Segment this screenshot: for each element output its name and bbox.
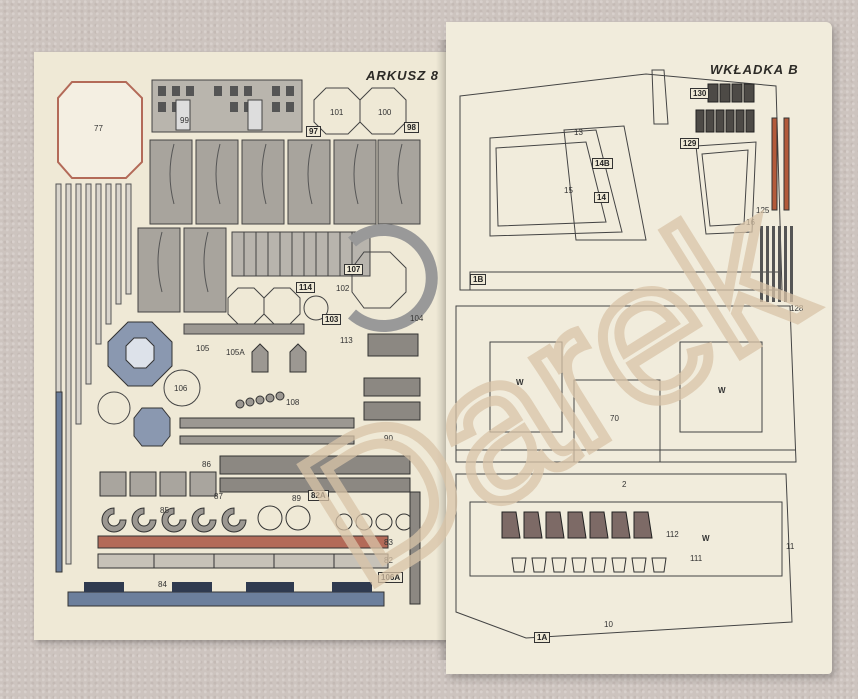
part-label-w3: W [702, 534, 710, 543]
part-label-70: 70 [610, 414, 619, 423]
left-page-parts-drawing [55, 79, 438, 607]
part-label-86: 86 [202, 460, 211, 469]
part-label-98: 98 [404, 122, 419, 133]
part-77-octagon [57, 81, 143, 179]
part-label-90: 90 [384, 434, 393, 443]
part-label-97: 97 [306, 126, 321, 137]
part-label-13: 13 [574, 128, 583, 137]
part-label-10: 10 [604, 620, 613, 629]
part-label-99: 99 [180, 116, 189, 125]
part-label-129: 129 [680, 138, 700, 149]
part-label-14B: 14B [592, 158, 613, 169]
part-label-104: 104 [410, 314, 424, 323]
part-label-1A: 1A [534, 632, 551, 643]
part-label-2: 2 [622, 480, 627, 489]
part-label-101: 101 [330, 108, 344, 117]
part-label-103: 103 [322, 314, 342, 325]
part-label-89: 89 [292, 494, 301, 503]
part-label-105A: 105A [226, 348, 245, 357]
part-label-105: 105 [196, 344, 210, 353]
part-label-w1: W [516, 378, 524, 387]
part-label-113: 113 [340, 336, 353, 345]
part-label-114: 114 [296, 282, 315, 293]
part-label-130: 130 [690, 88, 710, 99]
part-label-11: 11 [786, 542, 795, 551]
part-label-1B: 1B [470, 274, 487, 285]
part-label-106: 106 [174, 384, 188, 393]
part-label-14: 14 [594, 192, 609, 203]
part-label-w2: W [718, 386, 726, 395]
part-label-125: 125 [756, 206, 770, 215]
part-label-82: 82 [384, 556, 393, 565]
part-label-85: 85 [160, 506, 169, 515]
part-label-100: 100 [378, 108, 392, 117]
part-label-15: 15 [564, 186, 573, 195]
right-page-parts-drawing [455, 69, 797, 639]
part-label-106A: 106A [378, 572, 404, 583]
part-label-16: 16 [746, 218, 755, 227]
left-page-arkusz-8: ARKUSZ 8 [34, 52, 446, 640]
part-label-102: 102 [336, 284, 350, 293]
part-label-84: 84 [158, 580, 167, 589]
sheet-title-arkusz: ARKUSZ 8 [366, 68, 440, 83]
right-page-wkladka-b: WKŁADKA B [446, 22, 832, 674]
part-label-107: 107 [344, 264, 364, 275]
part-label-112: 112 [666, 530, 679, 539]
part-label-111: 111 [690, 554, 703, 563]
part-label-83: 83 [384, 538, 393, 547]
sheet-title-wkladka: WKŁADKA B [710, 62, 799, 77]
part-label-108: 108 [286, 398, 300, 407]
part-label-82A: 82A [308, 490, 329, 501]
part-label-77: 77 [94, 124, 103, 133]
part-label-87: 87 [214, 492, 223, 501]
part-label-128: 128 [790, 304, 804, 313]
